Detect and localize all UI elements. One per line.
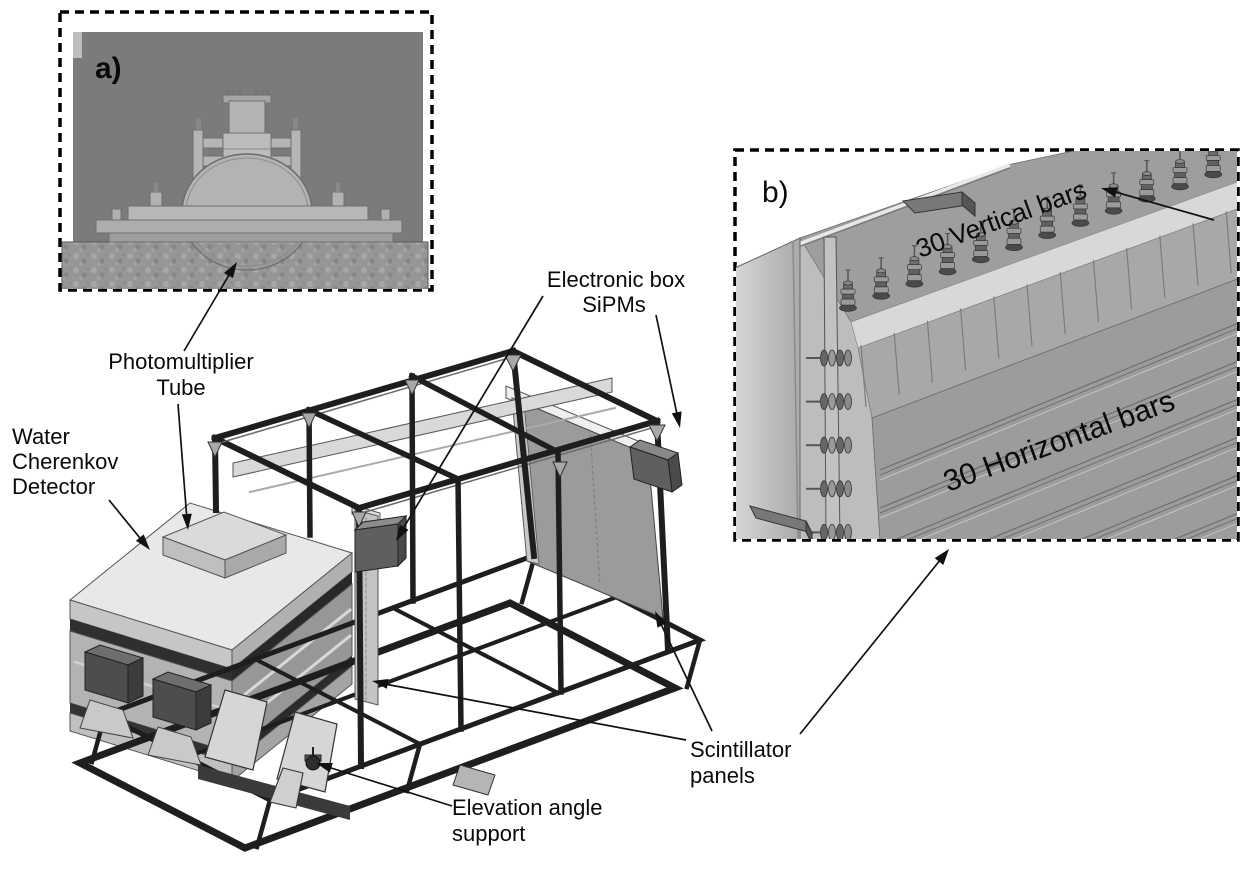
- sipm-connector-side: [806, 524, 852, 539]
- label-elevation-line2: support: [452, 821, 525, 846]
- pmt-neck-assembly: [192, 89, 302, 186]
- arrow-scintillator-right: [655, 611, 713, 732]
- callout-labels: Photomultiplier Tube Water Cherenkov Det…: [12, 267, 791, 846]
- label-water-line3: Detector: [12, 474, 95, 499]
- inset-a-content: [61, 32, 429, 289]
- arrow-elevation-support: [316, 763, 453, 807]
- inset-a-corner-notch: [73, 32, 82, 58]
- sipm-connector-side: [806, 393, 852, 411]
- label-water-line1: Water: [12, 424, 70, 449]
- electronic-box-right: [628, 439, 683, 493]
- sipm-connector: [971, 220, 990, 264]
- arrow-electronic-box: [396, 295, 544, 541]
- label-water-line2: Cherenkov: [12, 449, 118, 474]
- horizontal-bar-connectors: [806, 349, 852, 539]
- connector-ledge: [850, 181, 1237, 349]
- pmt-mounting-plates: [95, 183, 403, 243]
- mounting-bracket-bottom: [749, 505, 813, 539]
- arrow-sipms: [655, 314, 682, 428]
- sipm-connector: [1071, 184, 1090, 227]
- inset-a-tag: a): [95, 52, 122, 85]
- sipm-connector: [1005, 208, 1023, 252]
- inset-a: a): [58, 10, 434, 292]
- arrow-to-inset-a: [183, 262, 237, 352]
- elevation-leg: [204, 689, 268, 771]
- inset-b: 30 Vertical bars 30 Horizontal bars b): [733, 148, 1240, 542]
- electronic-box-middle: [353, 514, 408, 573]
- arrow-water-cherenkov: [108, 499, 150, 550]
- main-assembly: [68, 346, 707, 852]
- label-photomultiplier-line2: Tube: [156, 375, 205, 400]
- sipm-connector: [1038, 196, 1056, 239]
- arrow-photomultiplier: [177, 403, 192, 530]
- label-scintillator-line1: Scintillator: [690, 737, 791, 762]
- sipm-connector: [1204, 151, 1222, 179]
- sipm-connector: [872, 257, 891, 300]
- sipm-connector-side: [806, 349, 852, 367]
- inset-b-content: 30 Vertical bars 30 Horizontal bars: [736, 151, 1237, 539]
- sipm-connector-side: [806, 436, 852, 454]
- label-electronic-line2: SiPMs: [582, 292, 646, 317]
- arrow-vertical-bars: [1101, 187, 1215, 221]
- arrow-to-inset-b: [799, 549, 949, 735]
- elevation-angle-support: [198, 689, 350, 820]
- sipm-connector: [839, 269, 857, 312]
- inset-b-tag: b): [762, 176, 789, 209]
- label-photomultiplier-line1: Photomultiplier: [108, 349, 254, 374]
- sipm-connector: [905, 245, 924, 288]
- label-elevation-line1: Elevation angle: [452, 795, 602, 820]
- label-electronic-line1: Electronic box: [547, 267, 685, 292]
- sipm-connector: [938, 232, 957, 276]
- box-left-wall: [736, 237, 801, 539]
- vertical-bar-connectors: [839, 151, 1222, 312]
- callout-arrows: [108, 295, 949, 807]
- horizontal-bar-lines: [879, 322, 1237, 539]
- mounting-bracket-top: [901, 190, 976, 218]
- arrow-scintillator-middle: [372, 679, 687, 741]
- photomultiplier-housing: [161, 511, 288, 579]
- detector-support-feet: [79, 644, 213, 766]
- vertical-bar-separators: [860, 211, 1232, 408]
- vertical-bars-band: [857, 208, 1237, 419]
- label-scintillator-line2: panels: [690, 763, 755, 788]
- sipm-connector: [1171, 151, 1189, 191]
- sipm-connector-side: [806, 480, 852, 498]
